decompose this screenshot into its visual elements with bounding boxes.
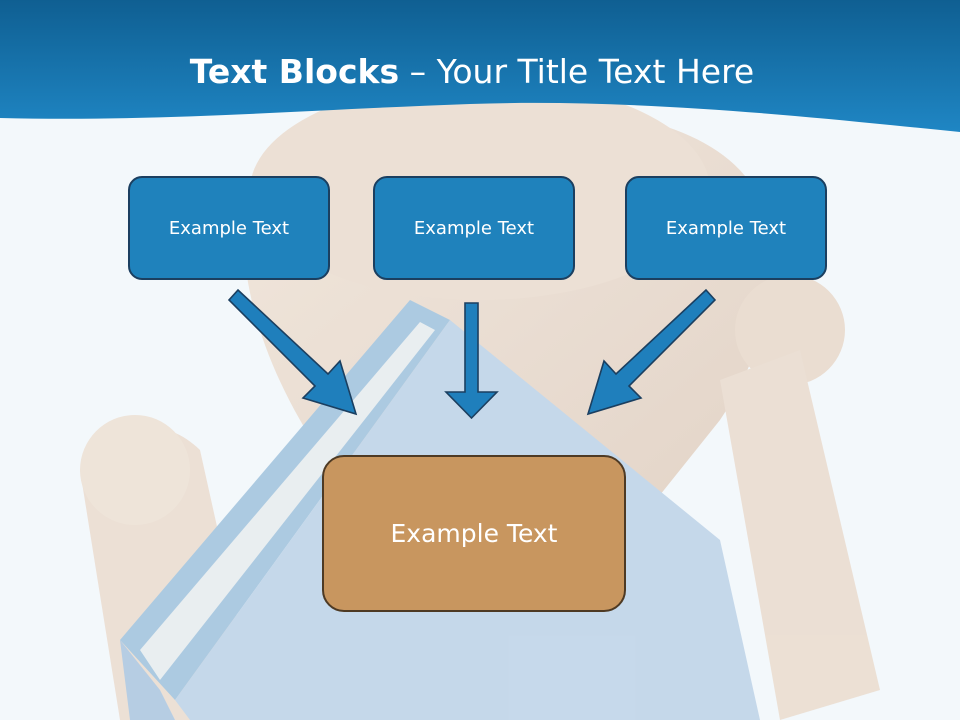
title-dash: – [399,52,437,91]
arrow-group [227,288,717,420]
slide-title: Text Blocks – Your Title Text Here [0,52,944,91]
text-block-label: Example Text [413,217,535,239]
target-block-label: Example Text [390,519,558,548]
title-rest: Your Title Text Here [436,52,755,91]
title-bold: Text Blocks [189,52,400,91]
text-block-1[interactable]: Example Text [128,176,330,280]
text-block-label: Example Text [168,217,290,239]
arrow-icon [586,288,717,416]
arrow-icon [444,302,499,420]
text-block-label: Example Text [665,217,787,239]
target-block[interactable]: Example Text [322,455,626,612]
header-band [0,0,960,132]
text-block-2[interactable]: Example Text [373,176,575,280]
arrow-icon [227,288,358,416]
text-block-3[interactable]: Example Text [625,176,827,280]
